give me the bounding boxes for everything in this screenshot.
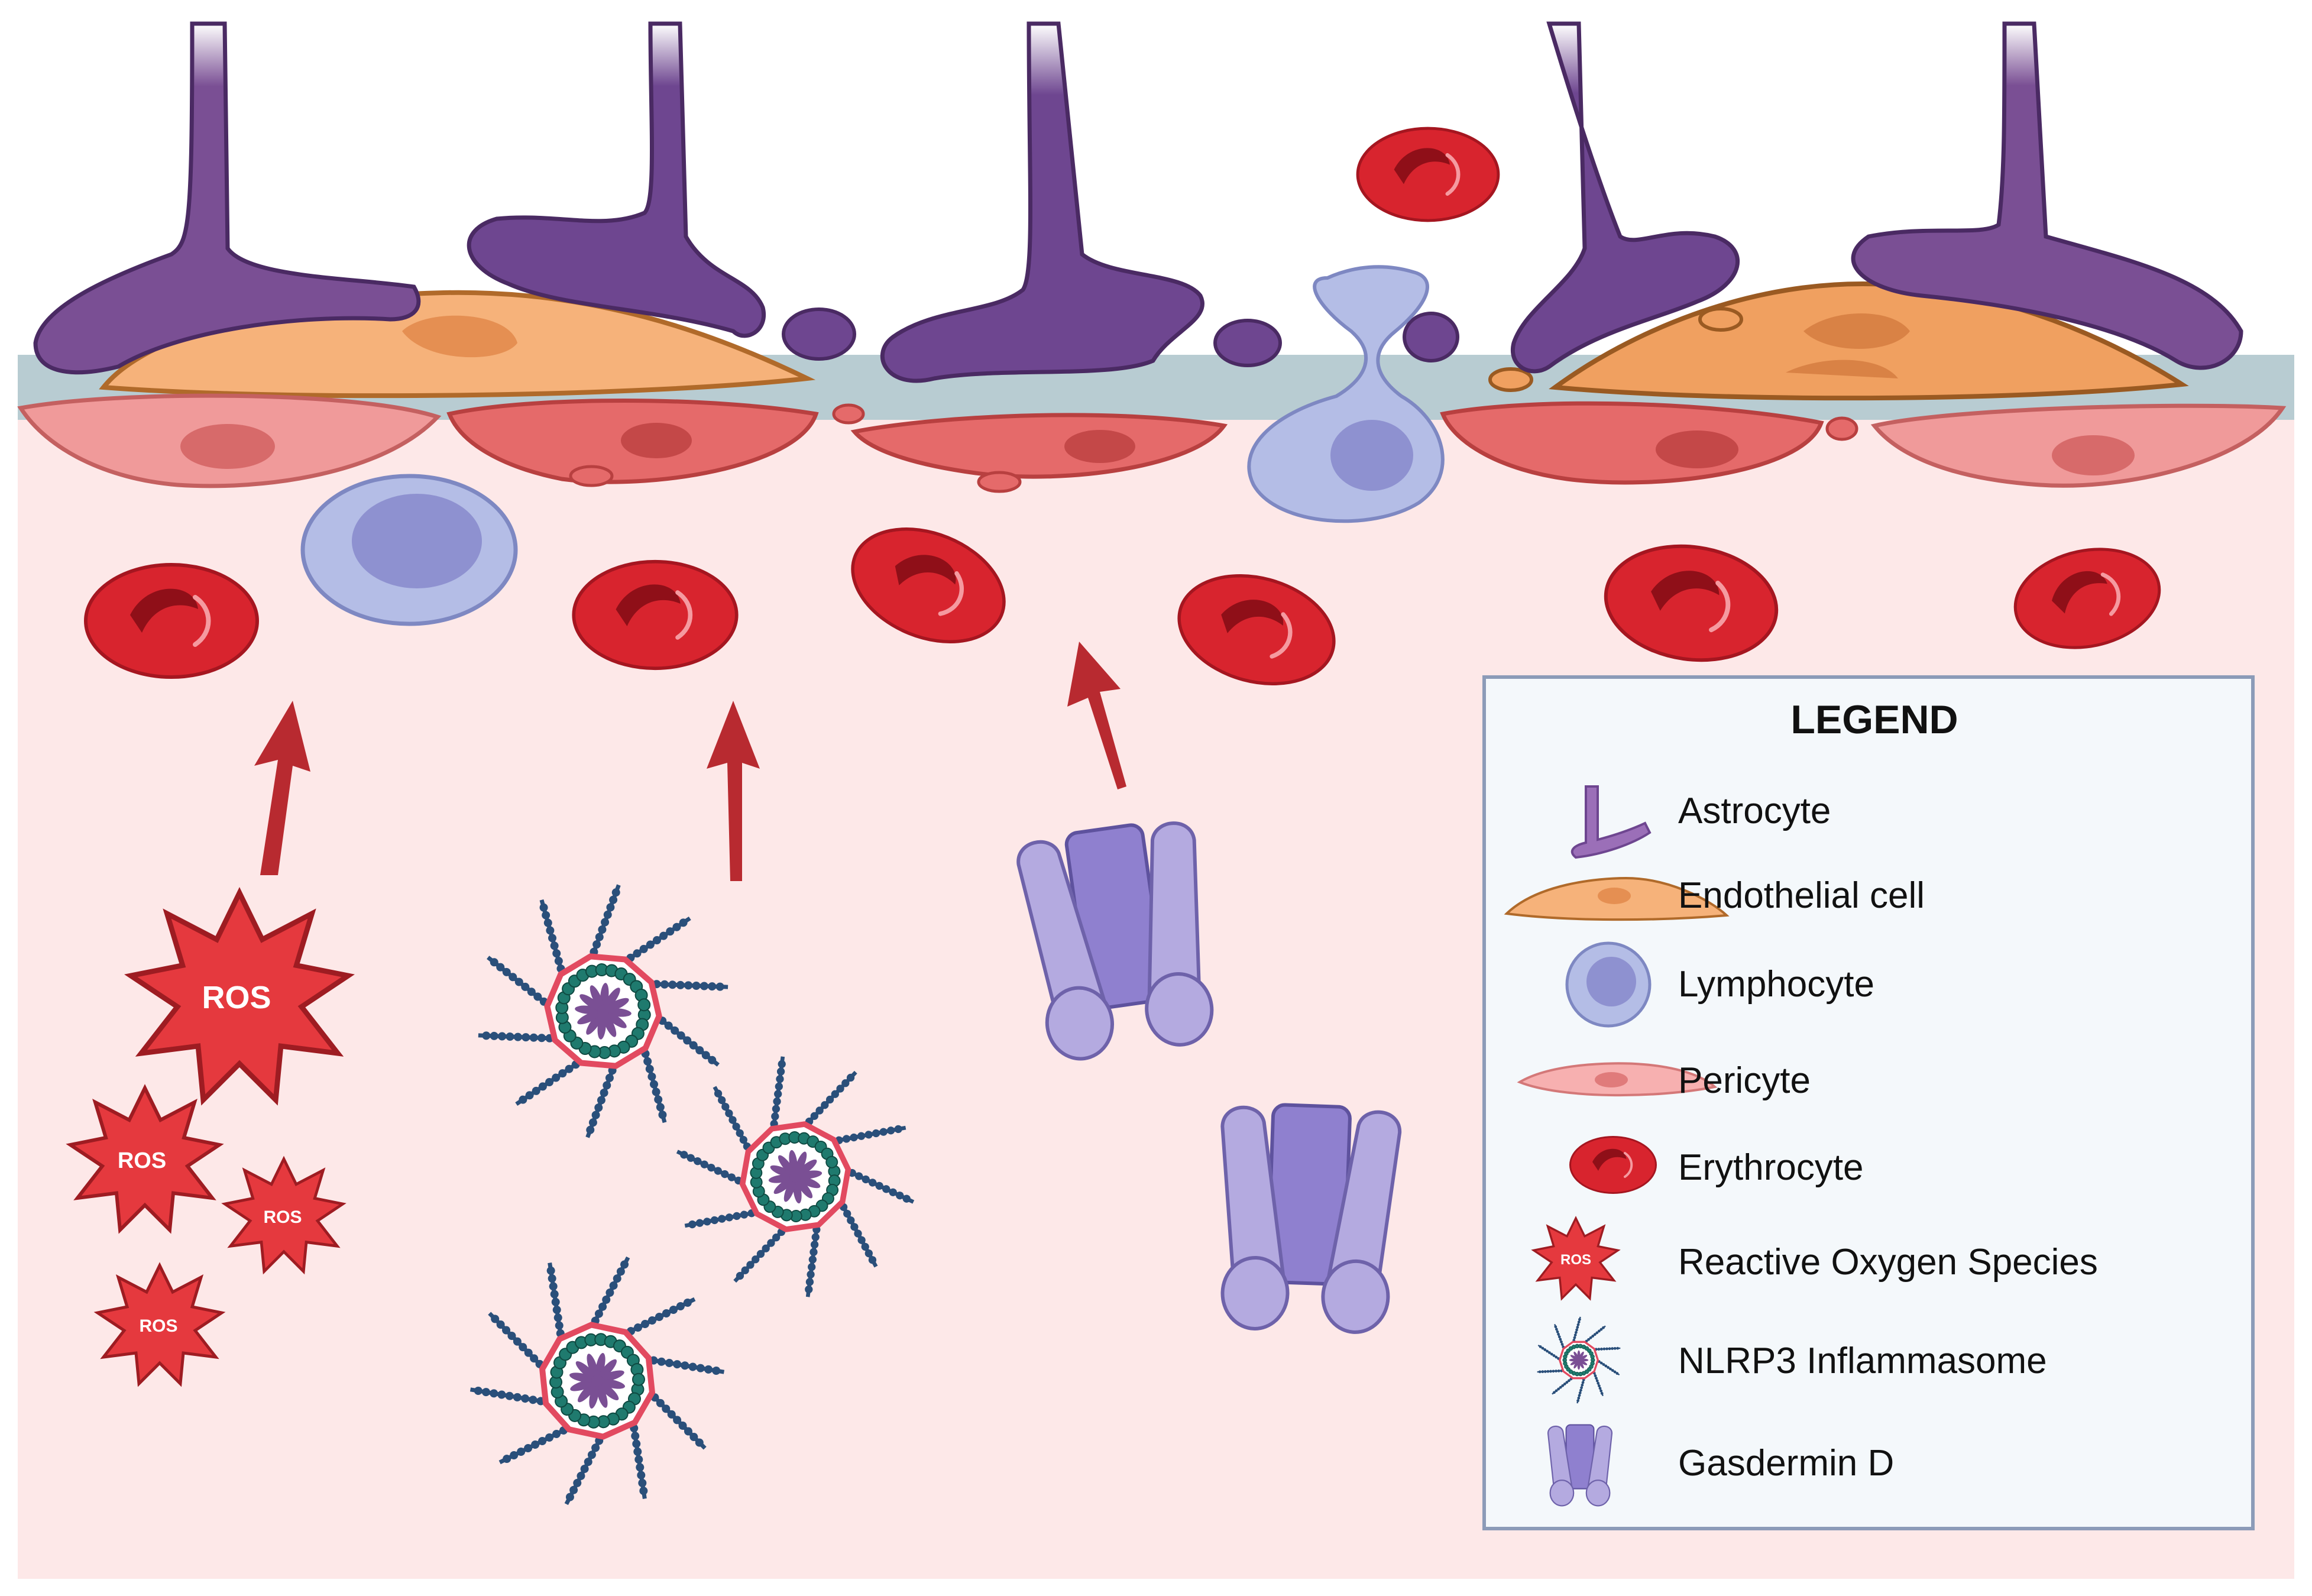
arrow-icon	[707, 701, 760, 881]
ros-label: ROS	[118, 1148, 166, 1173]
legend-label-nlrp3-inflammasome: NLRP3 Inflammasome	[1678, 1341, 2047, 1381]
inflammasome-cluster	[469, 884, 915, 1506]
legend-label-reactive-oxygen-species: Reactive Oxygen Species	[1678, 1242, 2098, 1283]
erythrocyte-icon	[1569, 1135, 1657, 1194]
ros-label: ROS	[1560, 1252, 1591, 1268]
nlrp3-inflammasome-icon	[1537, 1316, 1621, 1404]
ros-cluster: ROS ROS ROS ROS	[70, 893, 348, 1384]
nlrp3-inflammasome	[478, 884, 728, 1138]
legend-label-endothelial-cell: Endothelial cell	[1678, 875, 1925, 916]
erythrocyte	[86, 565, 257, 677]
upward-arrows	[254, 642, 1126, 881]
ros-label: ROS	[263, 1207, 302, 1227]
endothelial-cell-icon	[1504, 876, 1730, 921]
nlrp3-inflammasome	[676, 1056, 915, 1297]
nlrp3-inflammasome	[1537, 1316, 1621, 1404]
legend-label-pericyte: Pericyte	[1678, 1060, 1811, 1101]
legend-label-erythrocyte: Erythrocyte	[1678, 1147, 1864, 1188]
erythrocyte	[574, 562, 737, 669]
legend-title: LEGEND	[1790, 697, 1958, 742]
legend-label-astrocyte: Astrocyte	[1678, 791, 1831, 831]
lymphocyte-icon	[1565, 941, 1652, 1028]
erythrocyte	[1358, 128, 1498, 221]
lymphocyte	[300, 474, 518, 626]
legend-label-gasdermin-d: Gasdermin D	[1678, 1443, 1894, 1484]
transmigrating-lymphocyte	[1247, 265, 1445, 523]
ros-label: ROS	[202, 980, 271, 1015]
legend: LEGEND ROS Astrocyte Endothelial cell Ly…	[1482, 675, 2255, 1530]
astrocyte-icon	[1571, 785, 1652, 859]
pericyte-layer	[17, 393, 2287, 493]
nlrp3-inflammasome	[469, 1256, 725, 1506]
ros-label: ROS	[139, 1316, 177, 1336]
astrocyte-layer	[33, 21, 2243, 383]
legend-label-lymphocyte: Lymphocyte	[1678, 964, 1874, 1005]
arrow-icon	[1067, 642, 1126, 789]
pericyte-icon	[1517, 1062, 1718, 1097]
legend-box	[1482, 675, 2255, 1530]
arrow-icon	[254, 701, 310, 875]
